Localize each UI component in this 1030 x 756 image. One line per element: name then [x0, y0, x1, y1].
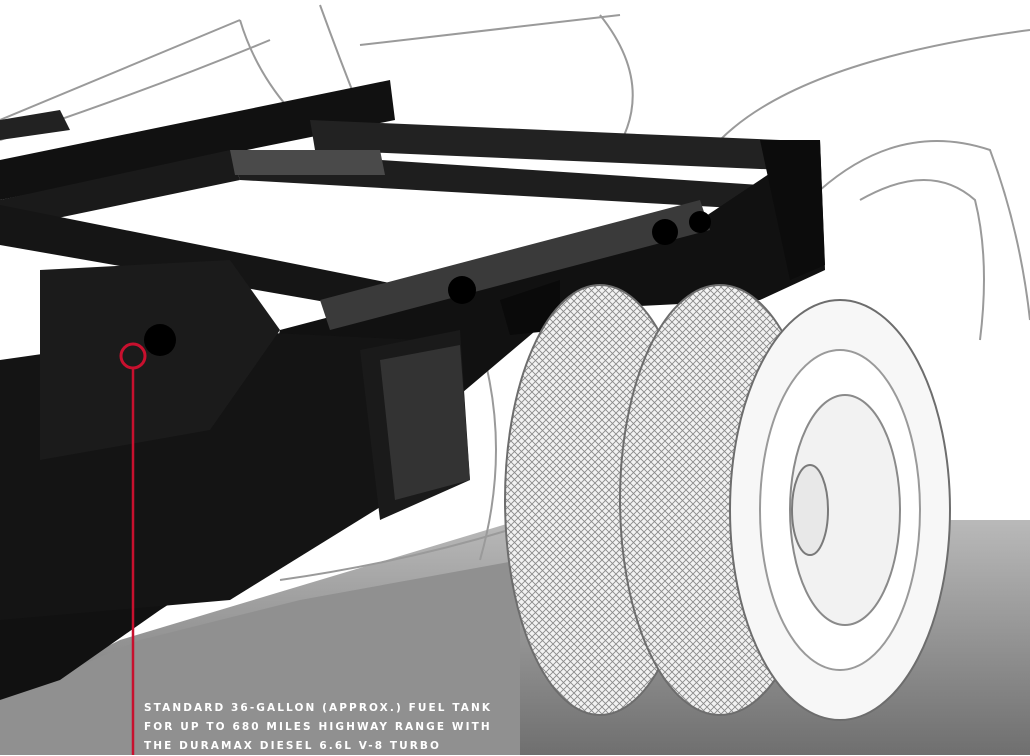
callout-line-1: STANDARD 36-GALLON (APPROX.) FUEL TANK	[144, 702, 493, 714]
callout-line-2: FOR UP TO 680 MILES HIGHWAY RANGE WITH	[144, 721, 492, 733]
dual-rear-wheels	[504, 284, 951, 721]
fuel-tank-callout-text: STANDARD 36-GALLON (APPROX.) FUEL TANK F…	[144, 699, 564, 756]
callout-line-3: THE DURAMAX DIESEL 6.6L V-8 TURBO	[144, 740, 442, 752]
ground-floor	[0, 560, 520, 755]
ladder-frame	[0, 80, 825, 700]
fuel-tank-callout-marker	[119, 342, 147, 755]
